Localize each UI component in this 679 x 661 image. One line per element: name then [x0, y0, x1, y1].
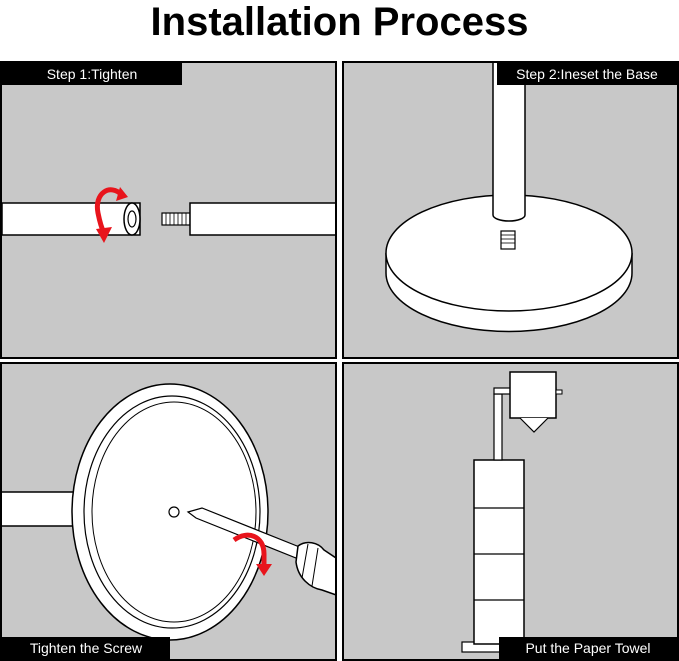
step-1-illustration	[2, 187, 335, 243]
step-1-label: Step 1:Tighten	[2, 63, 182, 85]
page-title: Installation Process	[150, 0, 529, 44]
storage-column	[473, 459, 525, 645]
paper-roll	[509, 371, 557, 419]
step-3-panel: Tighten the Screw	[0, 362, 337, 661]
step-2-panel: Step 2:Ineset the Base	[342, 61, 679, 359]
base-screw	[500, 230, 516, 250]
step-4-panel: Put the Paper Towel	[342, 362, 679, 661]
screw-head	[168, 506, 180, 518]
step-3-illustration	[2, 383, 335, 641]
step-3-label: Tighten the Screw	[2, 637, 170, 659]
left-tube	[2, 202, 141, 236]
upright-pole	[492, 63, 526, 222]
holder-pole	[493, 393, 503, 461]
step-4-illustration	[461, 371, 563, 653]
step-2-label: Step 2:Ineset the Base	[497, 63, 677, 85]
right-tube	[189, 202, 335, 236]
step-1-panel: Step 1:Tighten	[0, 61, 337, 359]
step-2-illustration	[385, 63, 633, 333]
screwdriver-handle	[295, 541, 335, 596]
step-4-label: Put the Paper Towel	[499, 637, 677, 659]
